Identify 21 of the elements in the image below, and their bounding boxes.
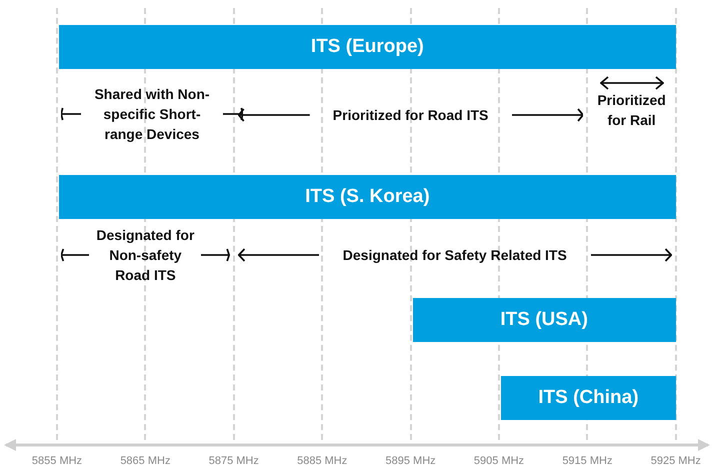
axis-tick-label: 5885 MHz — [296, 454, 348, 466]
band-bar — [501, 376, 676, 420]
band-title: ITS (China) — [538, 386, 639, 410]
range-label: Designated for Safety Related ITS — [342, 246, 568, 265]
range-label: Designated for Non-safety Road ITS — [95, 226, 196, 285]
range-label: Shared with Non-specific Short-range Devices — [93, 85, 211, 144]
axis-tick-label: 5865 MHz — [119, 454, 172, 466]
band-title: ITS (Europe) — [310, 34, 424, 59]
axis-tick-label: 5915 MHz — [561, 454, 614, 466]
range-label: Prioritized for Rail — [596, 91, 667, 130]
band-title: ITS (USA) — [500, 308, 588, 332]
axis-tick-label: 5895 MHz — [384, 454, 437, 466]
band-title: ITS (S. Korea) — [305, 184, 430, 209]
axis-tick-label: 5875 MHz — [208, 454, 260, 466]
band-bar — [59, 175, 676, 219]
axis-tick-label: 5855 MHz — [30, 454, 84, 466]
axis-tick-label: 5905 MHz — [472, 454, 526, 466]
band-bar — [412, 298, 676, 342]
band-bar — [59, 25, 676, 69]
axis-tick-label: 5925 MHz — [650, 454, 702, 466]
range-label: Prioritized for Road ITS — [332, 106, 490, 125]
